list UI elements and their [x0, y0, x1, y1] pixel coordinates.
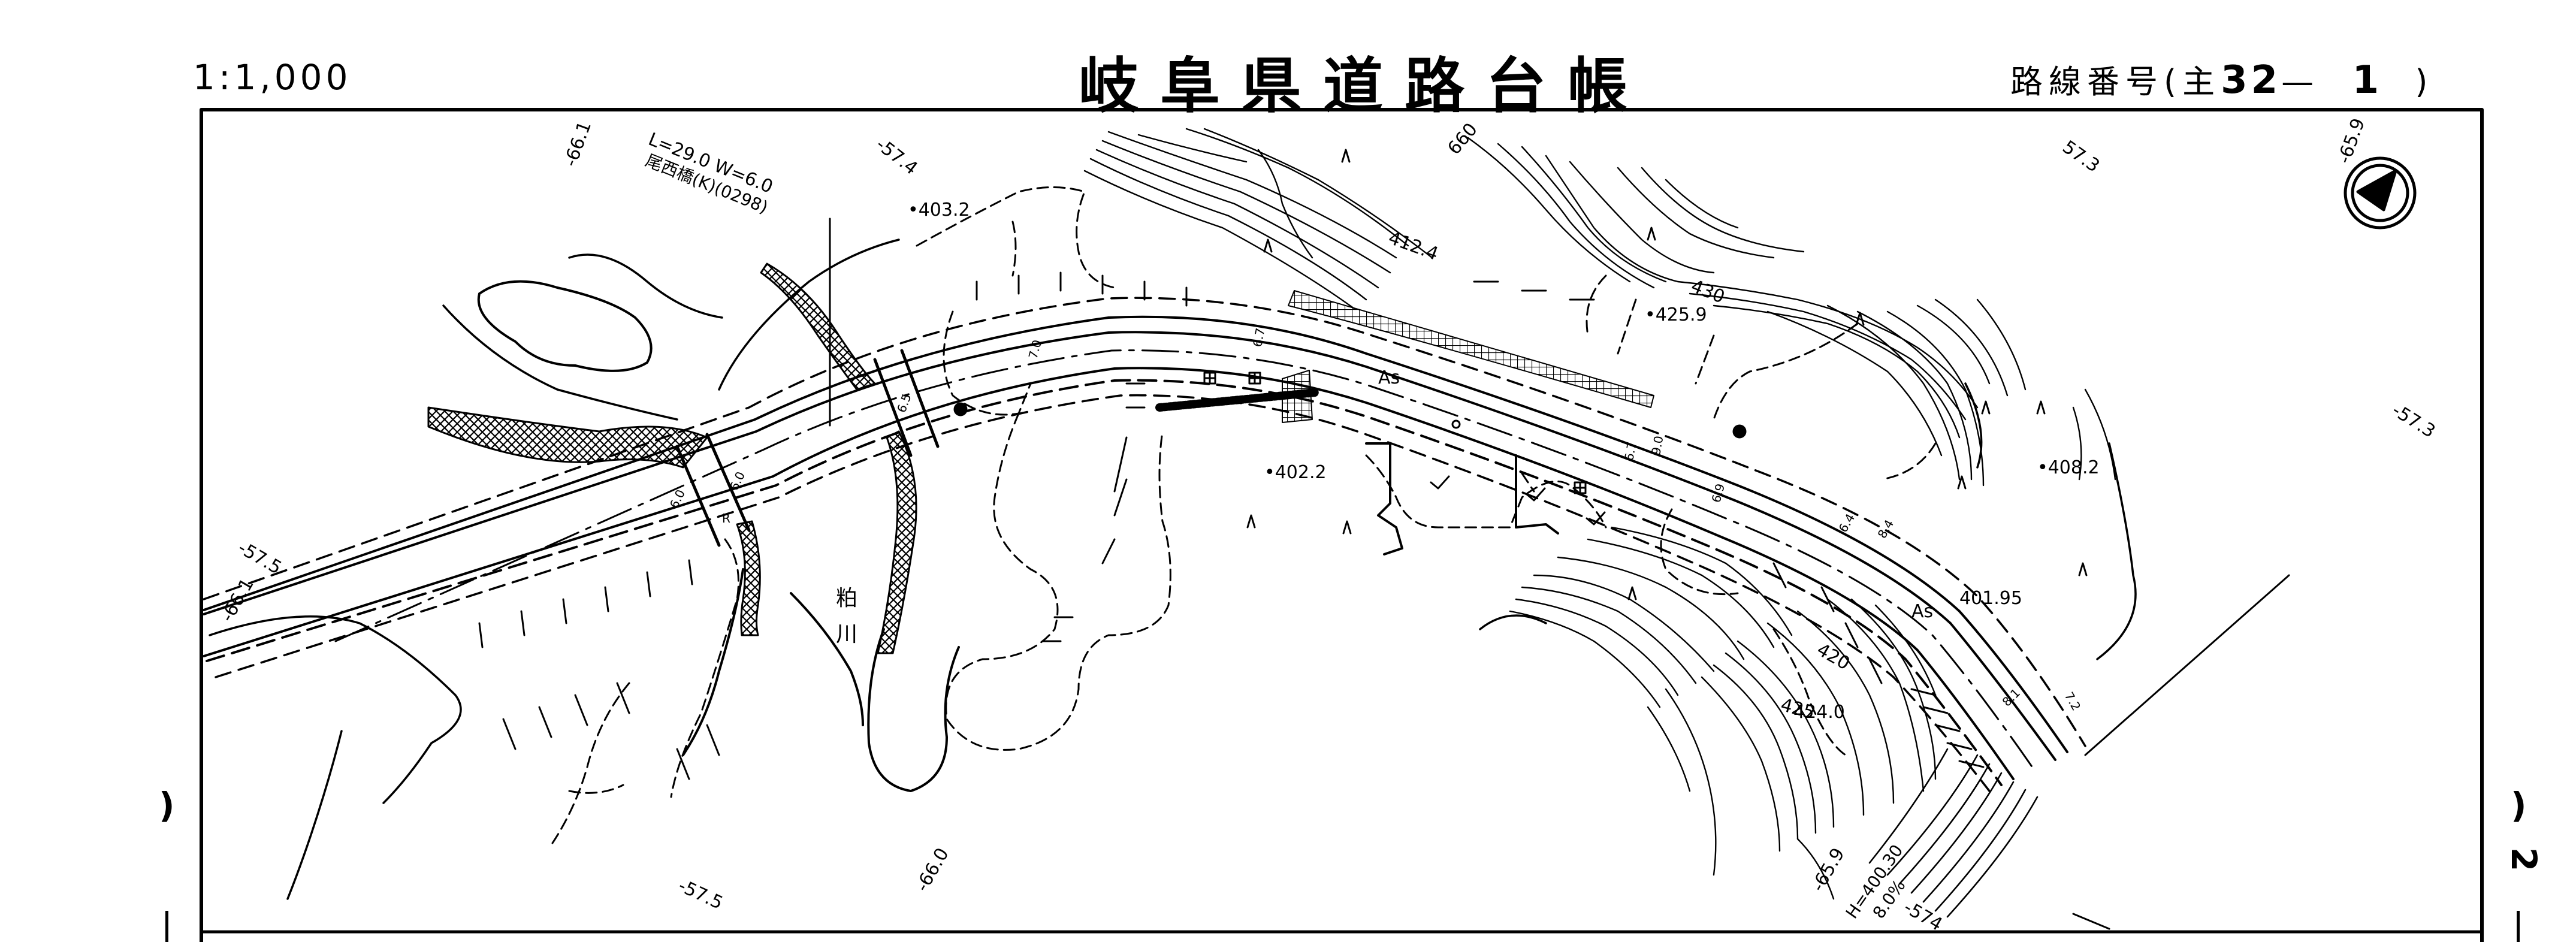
- pond: [477, 280, 653, 372]
- label-grid-660-bottom: -66.0: [912, 844, 953, 895]
- label-grid-659-bottom: -65.9: [1808, 844, 1849, 895]
- label-width-70: 7.0: [1026, 338, 1044, 360]
- contour-lines-north: [1083, 128, 1805, 310]
- label-spot-401-95: 401.95: [1959, 588, 2022, 609]
- left-paren-mark: ): [159, 785, 175, 826]
- right-paren-mark: ): [2511, 785, 2527, 826]
- label-grid-659-top: -65.9: [2334, 116, 2369, 167]
- terrain-lines: [209, 238, 2137, 900]
- route-close-paren: ): [2415, 63, 2434, 101]
- road-edge-dashed: [203, 297, 2086, 792]
- vegetation-symbols: [1246, 149, 2088, 600]
- main-road: [203, 315, 2068, 786]
- route-dash: —: [2281, 63, 2320, 101]
- label-spot-402-2: •402.2: [1264, 462, 1327, 483]
- label-grid-573-top: 57.3: [2058, 137, 2103, 177]
- label-width-72: 7.2: [2062, 690, 2084, 714]
- grid-tick: [2072, 913, 2110, 930]
- label-river-2: 川: [836, 622, 857, 647]
- label-contour-425: 425: [1778, 695, 1817, 724]
- structure-outline-2: [1515, 454, 1559, 535]
- right-sheet-number: 2: [2503, 847, 2545, 872]
- label-grid-661-left: -66.1: [217, 575, 258, 626]
- label-width-67-a: 6.7: [1250, 327, 1267, 348]
- label-grid-660-top: 660: [1443, 119, 1482, 159]
- map-frame: [200, 108, 2484, 942]
- label-grid-574-top: -57.4: [872, 134, 922, 179]
- label-pavement-2: As: [1911, 601, 1933, 622]
- label-spot-424-0: 424.0: [1793, 702, 1845, 723]
- map-scale: 1:1,000: [193, 57, 352, 98]
- route-label: 路線番号: [2010, 63, 2164, 101]
- north-arrow-icon: [2344, 156, 2417, 230]
- route-number: 路線番号(主32— 1 ): [2010, 55, 2433, 102]
- label-width-90: 9.0: [1648, 434, 1666, 455]
- guardrail-grid-2: [1288, 290, 1654, 408]
- right-edge-bar: [2517, 911, 2520, 942]
- river-banks: [427, 262, 917, 654]
- label-contour-420: 420: [1813, 639, 1853, 675]
- fence-line: [1155, 388, 1319, 412]
- label-grid-575-bottom: -57.5: [675, 875, 726, 914]
- label-spot-408-2: •408.2: [2037, 457, 2100, 478]
- contour-lines-south: [1509, 526, 1937, 900]
- label-grid-575-left: -57.5: [234, 538, 285, 579]
- label-spot-412-4: 412.4: [1385, 228, 1441, 265]
- label-pavement-1: As: [1378, 367, 1400, 388]
- route-sheet: 1: [2352, 58, 2383, 102]
- label-width-69: 6.9: [1709, 482, 1728, 504]
- route-number-value: 32: [2221, 58, 2282, 102]
- label-grid-574-bottom: -574: [1900, 897, 1946, 935]
- label-spot-403-2: •403.2: [908, 200, 970, 221]
- label-river-1: 粕: [836, 586, 857, 611]
- river-outline: [682, 568, 960, 792]
- contour-lines-east: [1677, 280, 2116, 487]
- label-road-r: R: [722, 511, 730, 526]
- building-symbols: [953, 372, 1747, 494]
- route-prefix: 主: [2182, 63, 2221, 101]
- label-width-67-b: 6.7: [1621, 440, 1639, 461]
- label-grid-573-right: -57.3: [2388, 400, 2439, 442]
- slope-ticks: [478, 271, 1985, 780]
- label-contour-430: 430: [1688, 276, 1728, 308]
- label-spot-425-9: •425.9: [1645, 304, 1707, 325]
- slope-dashed: [550, 186, 1937, 846]
- label-width-84: 8.4: [1875, 517, 1897, 541]
- contour-lines-southeast: [1868, 574, 2290, 918]
- left-edge-bar: [165, 911, 168, 942]
- label-width-65: 6.5: [894, 392, 914, 415]
- route-open-paren: (: [2164, 63, 2183, 101]
- label-grid-661-top: -66.1: [560, 119, 596, 170]
- structure-outline: [1365, 442, 1403, 555]
